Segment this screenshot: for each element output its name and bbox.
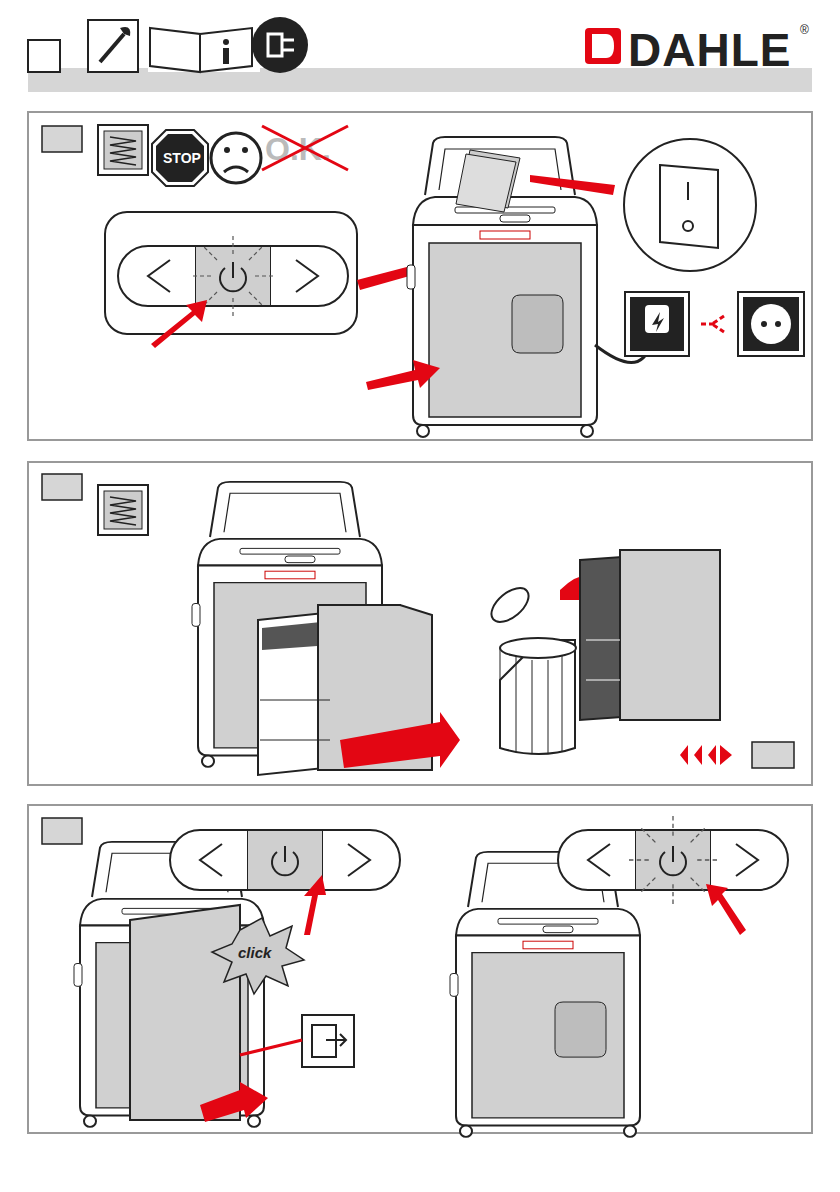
brand-logo: DAHLE xyxy=(628,27,791,73)
registered-mark: ® xyxy=(800,24,809,36)
stop-sign-text: STOP xyxy=(163,151,201,165)
ok-text: O.K. xyxy=(265,133,331,165)
click-text: click xyxy=(238,945,271,960)
